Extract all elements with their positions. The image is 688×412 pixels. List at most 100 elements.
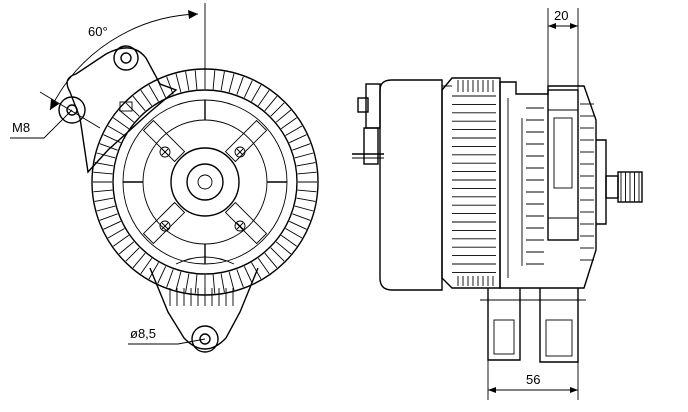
cover-spoke [142,119,186,163]
cooling-fin [140,257,153,274]
angle-arrow-right [188,10,198,19]
dimension-56: 56 [487,360,579,400]
cooling-fin [243,266,253,284]
cooling-fin [99,143,118,151]
cooling-fin [264,95,278,112]
cooling-fin [289,220,307,230]
cooling-fin [185,273,190,293]
cooling-fin [285,125,303,136]
hub-center [197,174,213,190]
cooling-fin [236,76,244,95]
end-cover-rim [122,99,288,265]
screw-slot [161,222,169,230]
cooling-fin [175,271,182,291]
cooling-fin [93,171,113,175]
cooling-fin [297,189,317,193]
lower-foot-right [539,288,579,363]
hole-label: ø8,5 [130,326,156,341]
shaft-spline-teeth [620,172,640,202]
cooling-fin [280,234,297,247]
cooling-fin [275,109,292,123]
cooling-fin [251,262,262,280]
cooling-fins [93,70,317,294]
screw-slot [161,148,169,156]
cooling-fin [257,90,270,107]
lower-cover-arc [175,256,235,265]
cooling-fin [166,76,174,95]
cover-spoke [224,119,268,163]
cooling-fin [292,143,311,151]
rear-housing-fins [452,80,496,286]
cooling-fin [125,102,140,117]
dimension-20: 20 [547,8,579,90]
cooling-fin [96,205,116,212]
m8-leader [10,109,73,139]
dim-20-label: 20 [554,8,568,23]
cooling-fin [157,266,167,284]
cover-screw [234,146,246,158]
cooling-fin [185,71,190,91]
cooling-fin [194,70,198,90]
cooling-fin [113,117,130,130]
cooling-fin [94,197,114,202]
front-view [58,45,319,353]
cooling-fin [99,213,118,221]
angle-arc [49,13,199,111]
cooling-fin [107,228,125,239]
cooling-fin [270,247,285,262]
cooling-fin [140,90,153,107]
pulley [547,89,579,241]
cooling-fin [212,274,216,294]
cooling-fin [251,84,262,102]
side-view [352,77,643,363]
lower-ear-hole [199,333,211,345]
cooling-fin [157,80,167,98]
cooling-fin [166,269,174,288]
screw-slot [236,148,244,156]
cooling-fin [125,247,140,262]
lower-foot-left-slot [493,319,515,355]
cover-screws [159,146,246,232]
cooling-fin [228,73,235,93]
angle-label: 60° [88,24,108,39]
cooling-fin [289,134,307,144]
cooling-fin [148,262,159,280]
cooling-fin [113,234,130,247]
cover-spokes [123,100,287,264]
cooling-fin [148,84,159,102]
cooling-fin [118,241,135,255]
cover-screw [159,146,171,158]
rear-cover [379,79,443,291]
cooling-fin [118,109,135,123]
cooling-fin [212,70,216,90]
dim-20-arrow-right [570,23,578,29]
m8-label: M8 [12,120,30,135]
housing-inner [112,89,298,275]
cooling-fin [132,95,146,112]
lower-mounting-ear [149,267,259,350]
cooling-fin [264,252,278,269]
cooling-fin [194,274,198,294]
cooling-fin [243,80,253,98]
connector-lower [363,127,379,165]
cooling-fin [285,228,303,239]
cover-screw [234,220,246,232]
cooling-fin [132,252,146,269]
cooling-fin [220,71,225,91]
dim-56-arrow-right [570,387,578,393]
lower-foot-right-slot [545,319,573,357]
upper-mounting-ear [66,47,178,174]
upper-ear-boss [113,45,139,71]
cooling-fin [257,257,270,274]
rear-plug [357,97,369,113]
end-cover-ring [142,119,268,245]
cooling-fin [294,152,314,159]
cooling-fin [94,162,114,167]
cover-spoke [224,201,268,245]
cooling-fin [103,220,121,230]
angle-arrow-left [50,99,59,110]
lower-ear-ribs [169,288,234,306]
m8-callout: M8 [10,109,73,139]
